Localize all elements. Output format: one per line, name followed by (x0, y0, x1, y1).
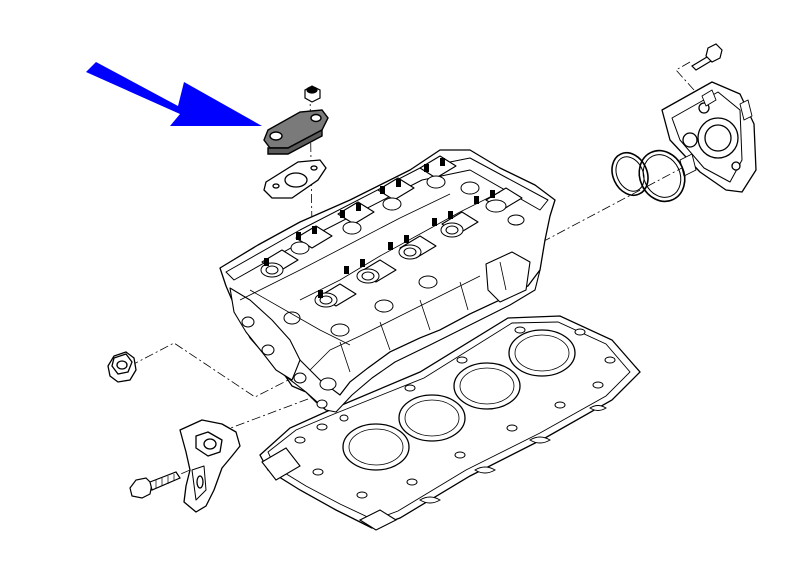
plug-icon (107, 351, 137, 383)
gasket-bore-holes (342, 329, 576, 471)
blanking-plate-icon (263, 109, 329, 155)
bolt-icon (691, 43, 723, 71)
bracket-icon (179, 419, 241, 513)
cylinder-head-icon (219, 149, 556, 413)
o-ring-icon (611, 149, 686, 203)
gasket-small-holes (281, 326, 616, 504)
highlight-arrow (86, 62, 262, 126)
housing-icon (661, 81, 757, 193)
gasket-icon (263, 159, 327, 199)
bracket-bolt-icon (129, 471, 181, 499)
head-gasket-icon (259, 315, 641, 531)
nut-icon (304, 85, 321, 103)
